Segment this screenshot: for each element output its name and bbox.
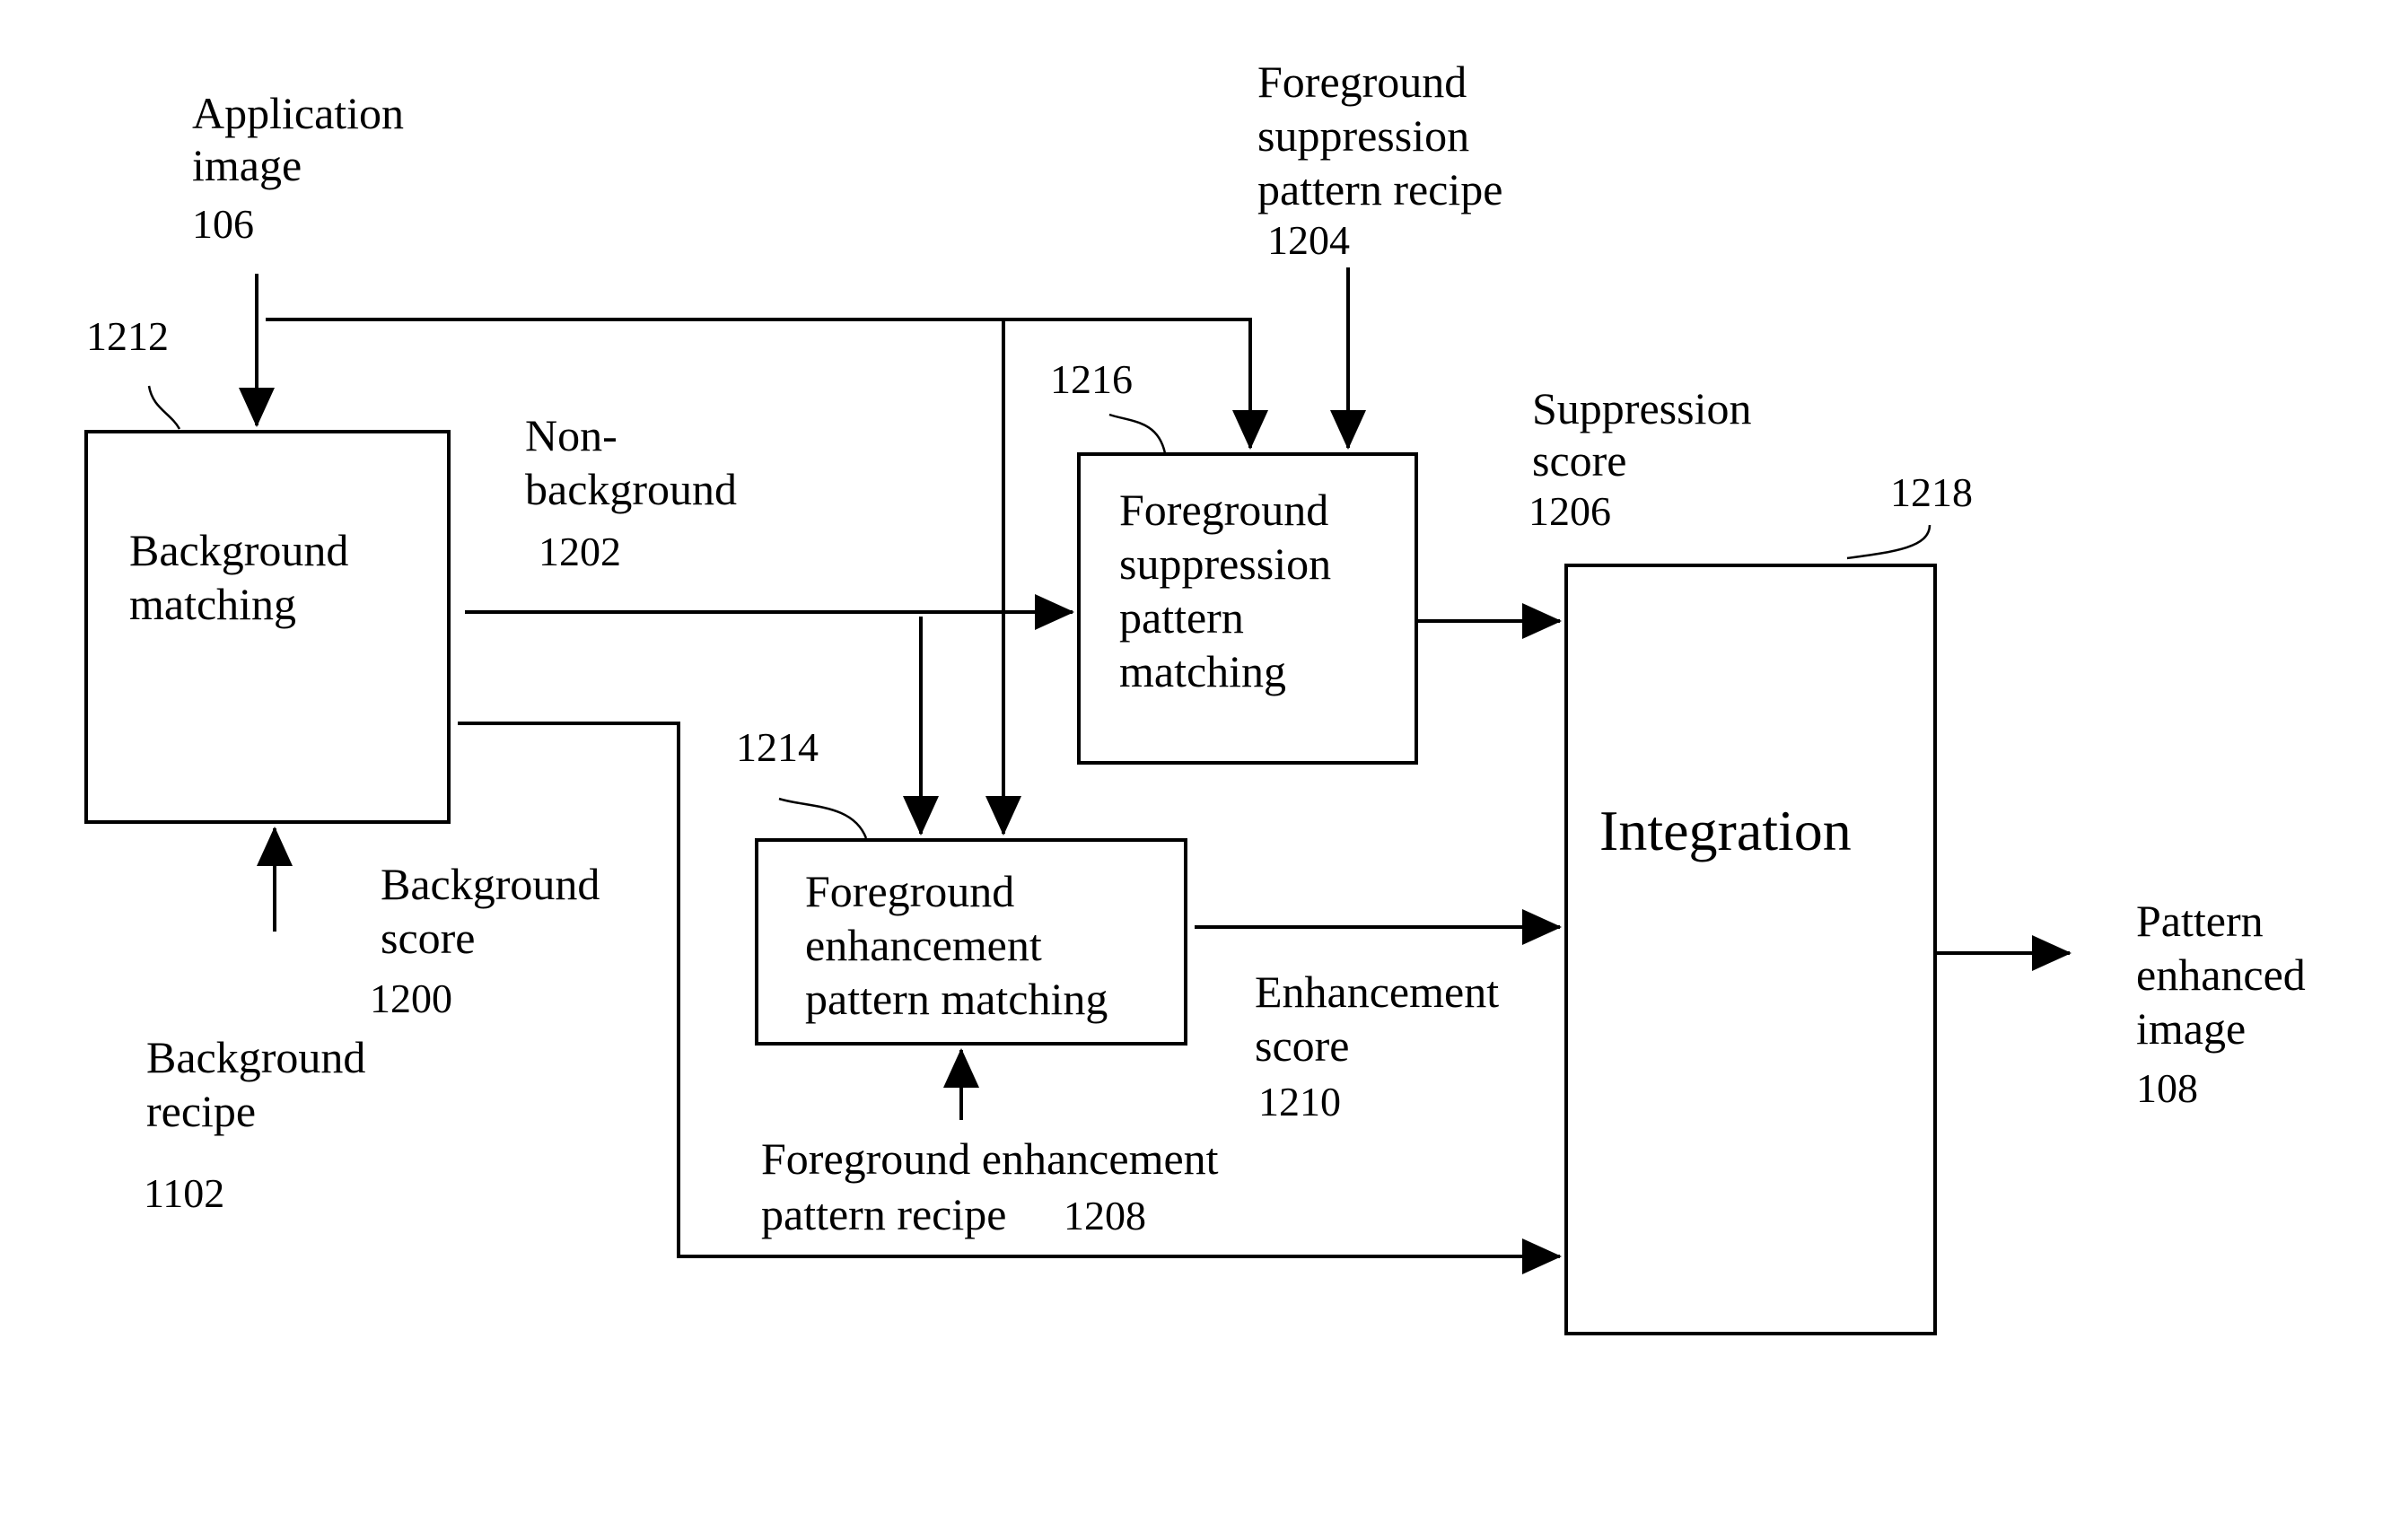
background-score-label-2: score	[381, 913, 476, 963]
enhancement-score-label-2: score	[1255, 1020, 1350, 1071]
fg-enh-matching-label-3: pattern matching	[805, 974, 1108, 1024]
fg-supp-matching-label-4: matching	[1119, 646, 1286, 696]
fg-enh-recipe-label-2: pattern recipe	[761, 1189, 1006, 1239]
fg-supp-matching-label-2: suppression	[1119, 538, 1331, 589]
background-score-label-1: Background	[381, 859, 600, 909]
bg-matching-label-1: Background	[129, 525, 348, 575]
output-label-2: enhanced	[2136, 949, 2306, 1000]
fg-supp-recipe-ref: 1204	[1267, 217, 1350, 263]
ref-1216-leader	[1109, 415, 1165, 453]
suppression-score-label-2: score	[1532, 435, 1627, 486]
app-image-label-2: image	[192, 140, 302, 190]
fg-supp-matching-ref: 1216	[1050, 356, 1133, 402]
integration-label: Integration	[1599, 799, 1852, 862]
fg-supp-recipe-label-3: pattern recipe	[1257, 164, 1502, 214]
fg-enh-matching-label-2: enhancement	[805, 920, 1042, 970]
fg-enh-matching-label-1: Foreground	[805, 866, 1014, 916]
suppression-score-label-1: Suppression	[1532, 383, 1751, 433]
non-background-ref: 1202	[539, 529, 621, 574]
bg-matching-ref: 1212	[86, 313, 169, 359]
output-ref: 108	[2136, 1065, 2198, 1111]
fg-supp-recipe-label-1: Foreground	[1257, 57, 1467, 107]
suppression-score-ref: 1206	[1528, 488, 1611, 534]
app-image-ref: 106	[192, 201, 254, 247]
enhancement-score-label-1: Enhancement	[1255, 967, 1499, 1017]
bg-matching-label-2: matching	[129, 579, 296, 629]
fg-supp-recipe-label-2: suppression	[1257, 110, 1469, 161]
fg-supp-matching-label-3: pattern	[1119, 592, 1244, 643]
fg-supp-matching-label-1: Foreground	[1119, 485, 1328, 535]
non-background-label-1: Non-	[525, 410, 618, 460]
non-background-label-2: background	[525, 464, 737, 514]
integration-ref: 1218	[1890, 469, 1973, 515]
bg-recipe-ref: 1102	[144, 1170, 224, 1216]
integration-block	[1566, 565, 1935, 1334]
app-image-label-1: Application	[192, 88, 404, 138]
ref-1214-leader	[779, 799, 866, 838]
fg-enh-recipe-ref: 1208	[1064, 1193, 1146, 1238]
output-label-3: image	[2136, 1003, 2246, 1054]
output-label-1: Pattern	[2136, 896, 2264, 946]
ref-1218-leader	[1847, 525, 1930, 558]
fg-enh-matching-ref: 1214	[736, 724, 819, 770]
bg-recipe-label-2: recipe	[146, 1086, 256, 1136]
bg-recipe-label-1: Background	[146, 1032, 365, 1082]
ref-1212-leader	[149, 386, 180, 429]
enhancement-score-ref: 1210	[1258, 1079, 1341, 1124]
fg-enh-recipe-label-1: Foreground enhancement	[761, 1133, 1219, 1184]
background-score-ref: 1200	[370, 976, 452, 1021]
